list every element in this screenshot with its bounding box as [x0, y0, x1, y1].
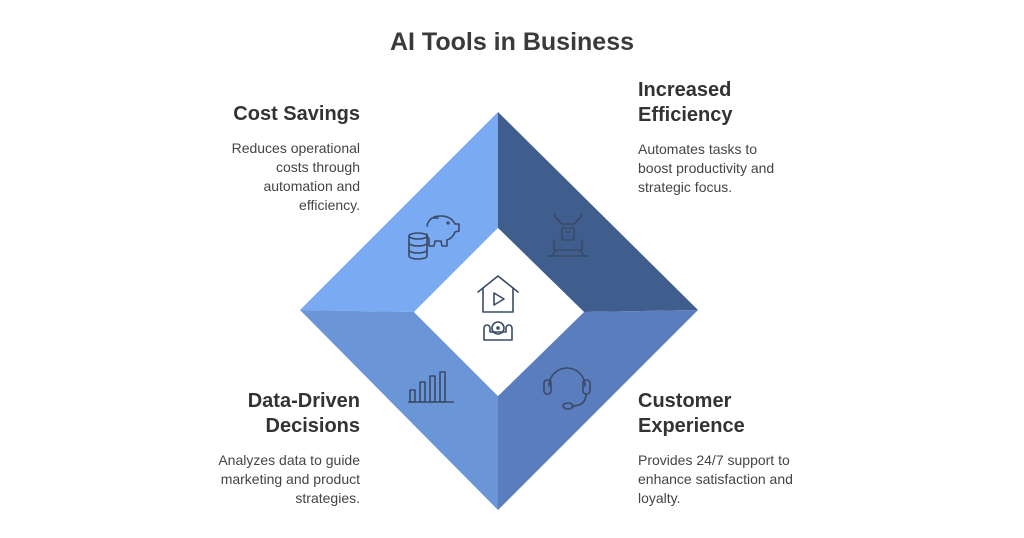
- data-driven-decisions-title: Data-Driven Decisions: [247, 390, 360, 437]
- increased-efficiency-block: Increased Efficiency Automates tasks to …: [638, 78, 858, 197]
- quadrant-increased-efficiency: [498, 112, 698, 312]
- bar-chart-icon: [408, 371, 454, 403]
- data-driven-decisions-block: Data-Driven Decisions Analyzes data to g…: [140, 389, 360, 508]
- increased-efficiency-title: Increased Efficiency: [638, 79, 733, 126]
- customer-experience-title: Customer Experience: [638, 390, 745, 437]
- cost-savings-title: Cost Savings: [233, 103, 360, 125]
- increased-efficiency-description: Automates tasks to boost productivity an…: [638, 141, 775, 195]
- quadrant-data-driven-decisions: [300, 310, 498, 510]
- data-driven-decisions-description: Analyzes data to guide marketing and pro…: [218, 452, 360, 506]
- customer-experience-block: Customer Experience Provides 24/7 suppor…: [638, 389, 858, 508]
- cost-savings-description: Reduces operational costs through automa…: [231, 140, 360, 213]
- headset-icon: [543, 367, 591, 410]
- home-media-icon: [477, 275, 519, 341]
- customer-experience-description: Provides 24/7 support to enhance satisfa…: [638, 452, 793, 506]
- piggy-bank-coins-icon: [408, 215, 460, 260]
- robot-arm-icon: [547, 213, 589, 257]
- quadrant-customer-experience: [498, 310, 698, 510]
- cost-savings-block: Cost Savings Reduces operational costs t…: [160, 102, 360, 215]
- quadrant-cost-savings: [300, 112, 498, 312]
- diagram-title: AI Tools in Business: [389, 28, 635, 56]
